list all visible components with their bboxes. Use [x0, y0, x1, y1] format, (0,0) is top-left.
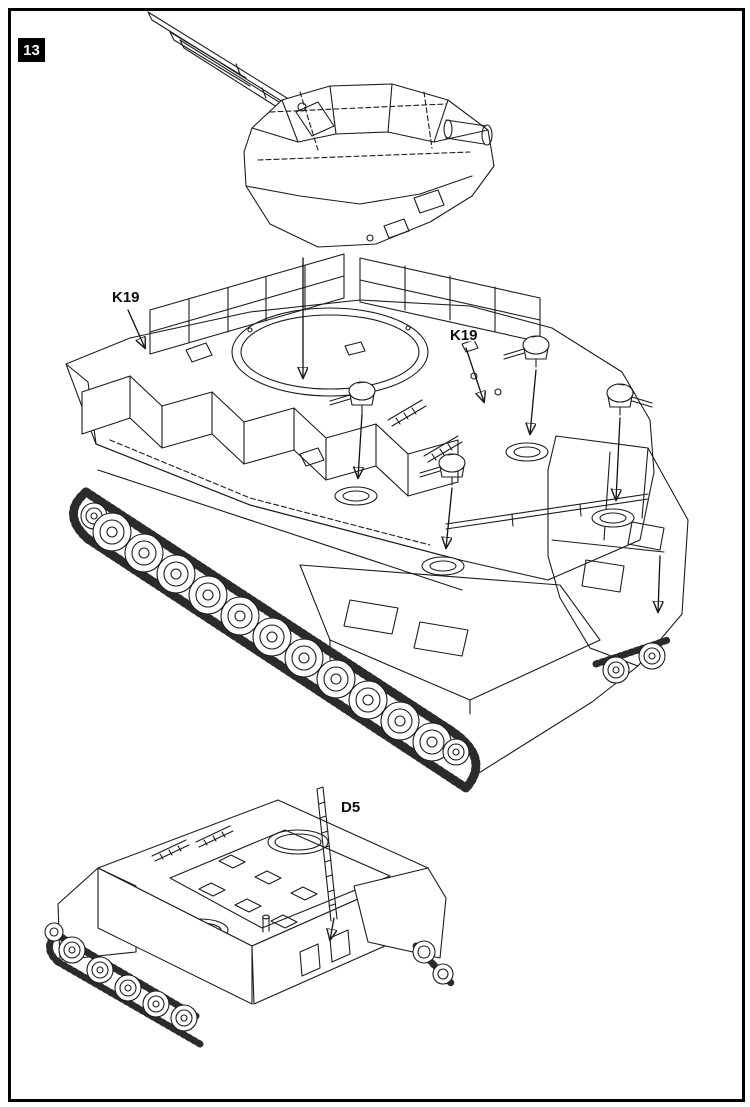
cupola-1-arrow — [358, 413, 362, 478]
d5-label: D5 — [341, 799, 360, 816]
deck-ladder-2 — [423, 435, 463, 463]
hull-drawing — [65, 253, 689, 793]
rear-left-track — [44, 922, 204, 1048]
d5-rod — [316, 786, 338, 940]
callout-k19-right: K19 — [449, 326, 484, 402]
rear-hull-sides — [57, 867, 447, 1005]
deck-ladder-1 — [387, 399, 427, 427]
rear-hull-drawing: D5 — [44, 786, 456, 1048]
rear-deck-ladder-1 — [151, 839, 190, 862]
gun-barrels — [147, 11, 333, 143]
step-number: 13 — [23, 41, 40, 59]
d5-placement-arrow — [330, 917, 334, 940]
step-number-badge: 13 — [18, 38, 45, 62]
cupola-3-arrow — [616, 417, 620, 500]
cupola-4-arrow — [446, 487, 453, 548]
railing-right — [359, 257, 541, 343]
k19-left-arrow — [127, 309, 145, 348]
rear-right-track — [592, 636, 672, 684]
railing-left — [149, 253, 345, 355]
aa-cupola-4 — [419, 453, 466, 576]
rear-deck-ladder-2 — [195, 825, 234, 848]
rear-placement-arrow — [658, 555, 660, 612]
aa-cupola-1 — [329, 381, 378, 506]
turret-body — [243, 83, 495, 248]
left-track — [69, 487, 481, 793]
k19-right-arrow — [465, 347, 484, 402]
turret-ring-opening — [231, 307, 429, 397]
sponson-blocks — [81, 375, 463, 591]
aa-cupola-3 — [591, 383, 653, 528]
main-turret-drawing — [147, 11, 495, 248]
page-border — [8, 8, 745, 1102]
k19-left-label: K19 — [112, 289, 140, 306]
cupola-2-arrow — [530, 369, 537, 434]
k19-right-label: K19 — [450, 327, 478, 344]
rear-right-side-track — [412, 940, 456, 988]
aa-cupola-2 — [503, 335, 550, 462]
callout-k19-left: K19 — [111, 288, 145, 348]
